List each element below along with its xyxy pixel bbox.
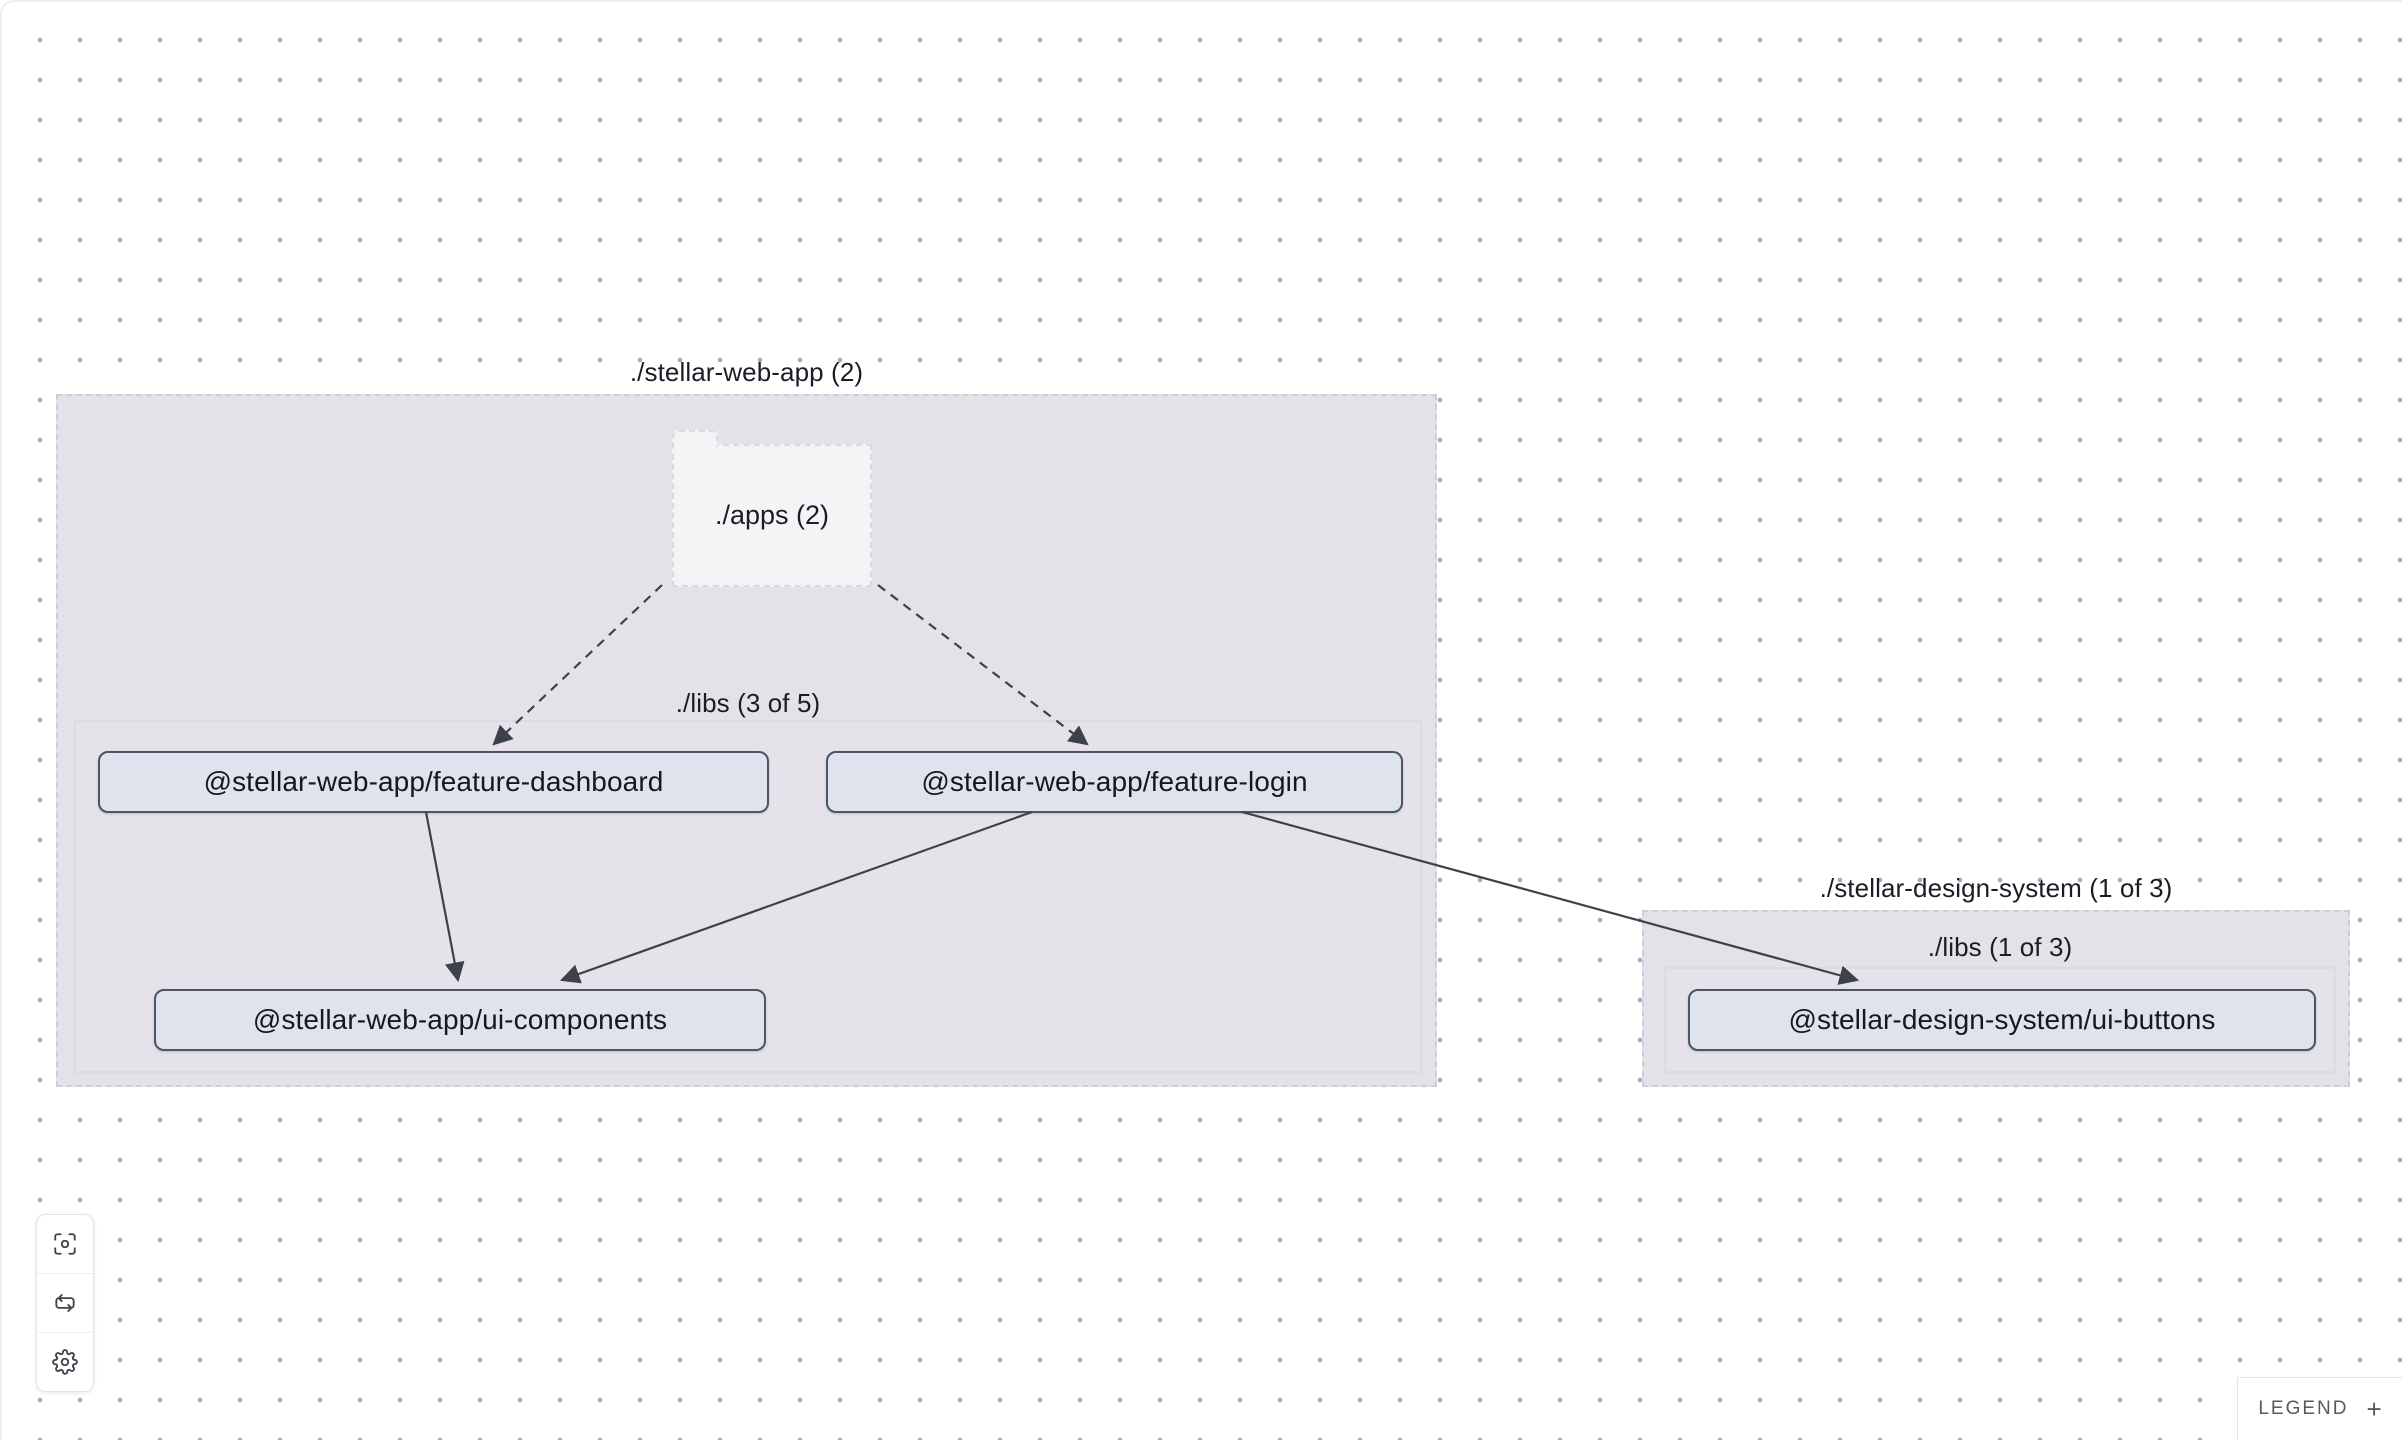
node-feature-dashboard[interactable]: @stellar-web-app/feature-dashboard xyxy=(98,751,769,813)
node-ui-components[interactable]: @stellar-web-app/ui-components xyxy=(154,989,766,1051)
folder-label-apps: ./apps (2) xyxy=(714,500,830,530)
node-label-feature-dashboard: @stellar-web-app/feature-dashboard xyxy=(203,766,664,797)
plus-icon: + xyxy=(2366,1394,2382,1424)
subgroup-web-app-libs[interactable]: @stellar-web-app/feature-dashboard @stel… xyxy=(74,720,1422,1073)
group-label-stellar-design-system: ./stellar-design-system (1 of 3) xyxy=(1819,873,2173,903)
folder-node-apps[interactable]: ./apps (2) xyxy=(672,430,872,587)
subgroup-label-web-app-libs: ./libs (3 of 5) xyxy=(675,688,821,718)
refresh-button[interactable] xyxy=(37,1274,93,1333)
subgroup-label-design-system-libs: ./libs (1 of 3) xyxy=(1927,932,2073,962)
gear-icon xyxy=(52,1349,78,1375)
group-stellar-web-app[interactable]: ./apps (2) ./libs (3 of 5) @stellar-web-… xyxy=(56,394,1437,1087)
node-ui-buttons[interactable]: @stellar-design-system/ui-buttons xyxy=(1688,989,2316,1051)
group-label-stellar-web-app: ./stellar-web-app (2) xyxy=(629,357,864,387)
focus-target-icon xyxy=(52,1231,78,1257)
settings-button[interactable] xyxy=(37,1333,93,1391)
group-stellar-design-system[interactable]: ./libs (1 of 3) @stellar-design-system/u… xyxy=(1642,910,2350,1087)
focus-button[interactable] xyxy=(37,1215,93,1274)
refresh-sync-icon xyxy=(52,1290,78,1316)
folder-tab-shape xyxy=(672,430,718,453)
legend-label: LEGEND xyxy=(2258,1398,2349,1419)
node-label-feature-login: @stellar-web-app/feature-login xyxy=(921,766,1308,797)
subgroup-design-system-libs[interactable]: @stellar-design-system/ui-buttons xyxy=(1664,967,2336,1073)
legend-toggle[interactable]: LEGEND + xyxy=(2237,1377,2402,1440)
node-label-ui-components: @stellar-web-app/ui-components xyxy=(252,1004,668,1035)
node-feature-login[interactable]: @stellar-web-app/feature-login xyxy=(826,751,1403,813)
canvas-toolbar[interactable] xyxy=(36,1214,94,1392)
node-label-ui-buttons: @stellar-design-system/ui-buttons xyxy=(1788,1004,2216,1035)
